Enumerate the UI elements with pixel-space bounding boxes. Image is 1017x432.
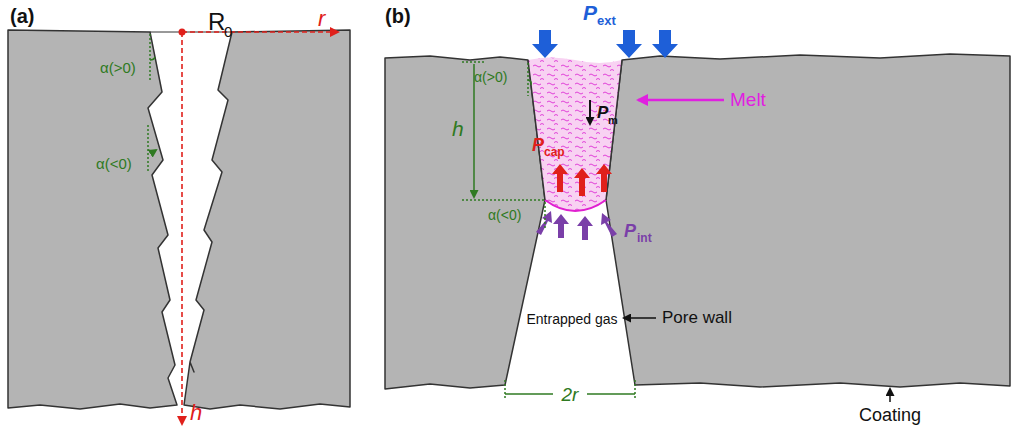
dimension-label: 2r <box>562 385 579 404</box>
pressure-arrows <box>532 30 678 240</box>
angle-label: α(<0) <box>96 156 132 171</box>
pressure-symbol: P <box>532 136 544 154</box>
subscript: ext <box>597 14 616 27</box>
cracked-coating <box>8 30 350 409</box>
part-label: Coating <box>859 406 921 424</box>
pressure-symbol: P <box>597 104 608 121</box>
leaders <box>624 100 890 402</box>
region-name: Entrapped gas <box>526 312 617 326</box>
melt-label: Melt <box>730 90 766 109</box>
pressure-symbol: P <box>583 2 597 23</box>
melt <box>528 58 622 212</box>
panel-letter: (b) <box>385 6 411 26</box>
coating-blocks <box>385 54 1010 389</box>
subscript: m <box>608 115 618 126</box>
dimension-marks <box>462 62 635 400</box>
angle-label: α(>0) <box>100 60 136 75</box>
angle-label: α(>0) <box>474 70 507 84</box>
angle-label: α(<0) <box>488 208 521 222</box>
axis-label: r <box>318 8 325 30</box>
part-label: Pore wall <box>662 309 732 326</box>
dimension-label: h <box>452 118 464 139</box>
panel-letter: (a) <box>10 6 34 26</box>
angle-marks <box>148 34 156 172</box>
subscript: 0 <box>224 24 232 39</box>
region-name: R <box>208 10 225 34</box>
axis-label: h <box>190 402 202 424</box>
subscript: cap <box>544 146 565 158</box>
subscript: int <box>637 232 652 244</box>
pressure-symbol: P <box>624 222 636 240</box>
axes <box>179 29 339 425</box>
